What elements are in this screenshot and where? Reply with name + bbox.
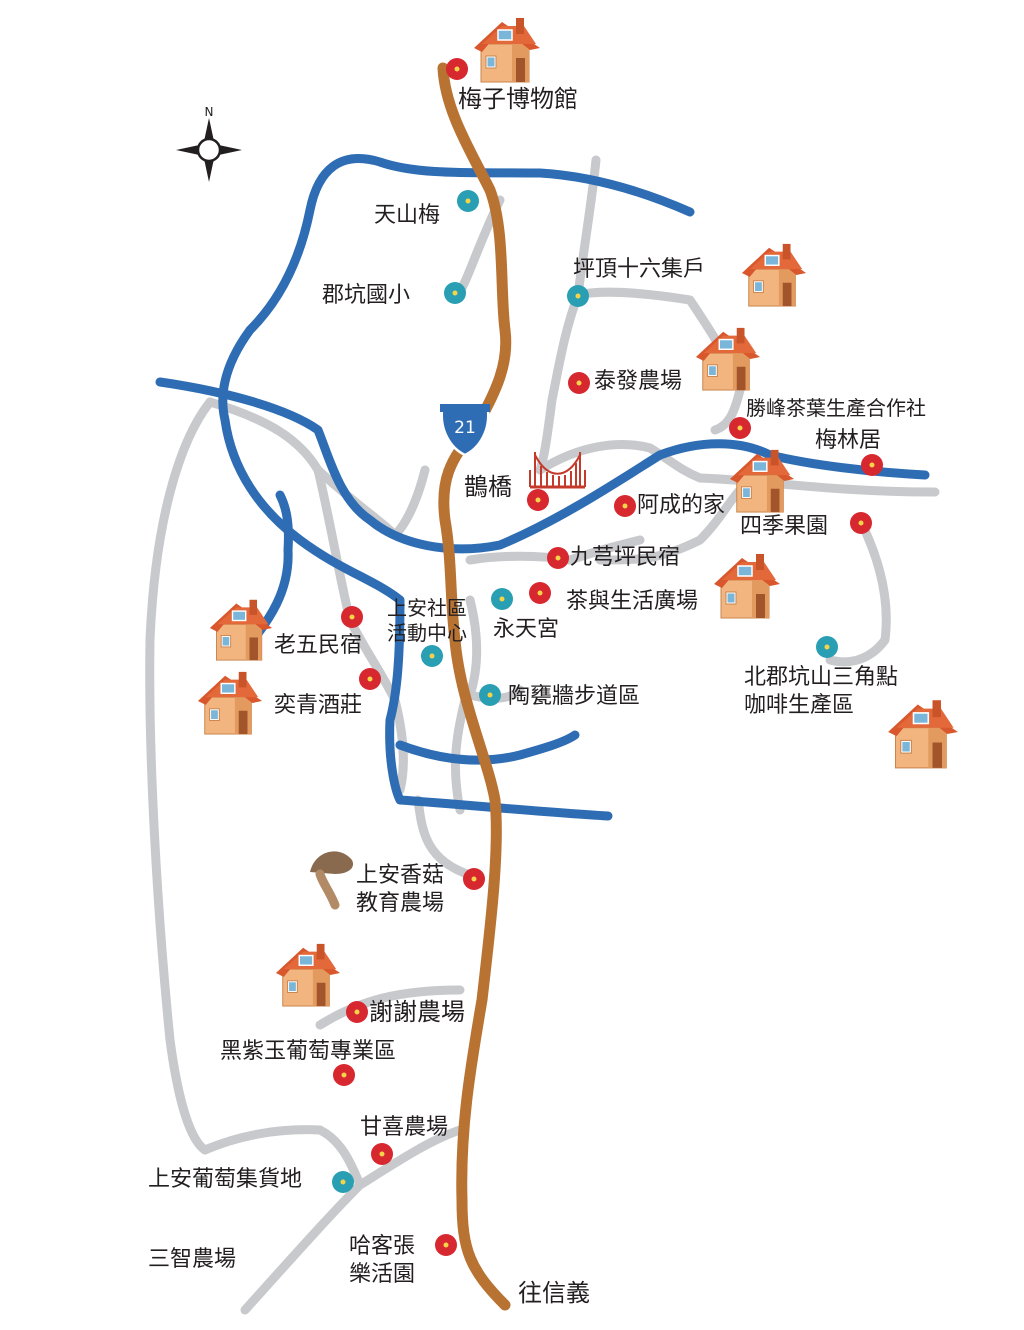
label-taoweng: 陶甕牆步道區 (508, 684, 641, 709)
label-yongtian: 永天宮 (493, 617, 560, 642)
red-markers (333, 58, 883, 1256)
bridge-icon (529, 452, 586, 489)
house-icon (275, 943, 341, 1007)
public-site-marker (491, 588, 513, 610)
label-meilin: 梅林居 (815, 428, 882, 453)
label-sanzhi-farm: 三智農場 (148, 1247, 237, 1272)
poi-marker (341, 606, 363, 628)
label-acheng: 阿成的家 (637, 493, 726, 518)
houses (197, 17, 959, 1007)
poi-marker (529, 582, 551, 604)
route-number-label: 21 (454, 418, 476, 438)
poi-marker (861, 454, 883, 476)
poi-marker (568, 372, 590, 394)
label-queqiao: 鵲橋 (464, 473, 512, 501)
label-ganxi-farm: 甘喜農場 (360, 1115, 449, 1140)
label-hakka-park-line2: 樂活園 (349, 1261, 416, 1287)
local-roads (145, 155, 940, 1315)
label-jiuhao-bnb: 九芎坪民宿 (570, 545, 681, 570)
label-laowu-bnb: 老五民宿 (274, 633, 363, 658)
poi-marker (359, 668, 381, 690)
poi-marker (333, 1064, 355, 1086)
house-icon (741, 243, 807, 307)
label-mushroom-farm-line1: 上安香菇 (356, 863, 445, 888)
label-mushroom-farm-line2: 教育農場 (356, 890, 445, 916)
highway-21 (437, 62, 512, 1311)
label-junkeng-school: 郡坑國小 (322, 283, 411, 308)
public-site-marker (479, 684, 501, 706)
public-site-marker (421, 645, 443, 667)
label-siji-orchard: 四季果園 (740, 514, 829, 539)
label-mushroom-farm: 上安香菇 教育農場 (356, 862, 444, 917)
house-icon (713, 553, 781, 619)
house-icon (197, 671, 263, 735)
label-shangan-center-line2: 活動中心 (387, 621, 467, 645)
poi-marker (614, 495, 636, 517)
poi-marker (527, 489, 549, 511)
poi-marker (435, 1234, 457, 1256)
poi-marker (446, 58, 468, 80)
label-shangan-center-line1: 上安社區 (387, 596, 467, 620)
label-black-grape: 黑紫玉葡萄專業區 (220, 1039, 397, 1064)
public-site-marker (332, 1171, 354, 1193)
public-site-marker (457, 190, 479, 212)
label-yiqing-winery: 奕青酒莊 (274, 693, 363, 718)
label-tianshan-plum: 天山梅 (374, 203, 441, 228)
label-shengfeng-coop: 勝峰茶葉生產合作社 (746, 396, 926, 420)
label-hakka-park-line1: 哈客張 (349, 1234, 416, 1259)
house-icon (473, 17, 541, 83)
label-xiexie-farm: 謝謝農場 (369, 998, 465, 1026)
label-beijunkeng-line1: 北郡坑山三角點 (744, 665, 899, 690)
label-hakka-park: 哈客張 樂活園 (349, 1233, 415, 1288)
label-pingding: 坪頂十六集戶 (573, 257, 706, 282)
poi-marker (371, 1143, 393, 1165)
mushroom-icon (310, 851, 354, 910)
label-taifa-farm: 泰發農場 (594, 369, 683, 394)
route-shield-icon (440, 404, 490, 457)
poi-marker (729, 417, 751, 439)
label-tea-life: 茶與生活廣場 (566, 589, 699, 614)
public-site-marker (567, 285, 589, 307)
label-beijunkeng-line2: 咖啡生產區 (744, 692, 855, 718)
public-site-marker (444, 282, 466, 304)
teal-markers (332, 190, 838, 1193)
label-to-xinyi: 往信義 (518, 1279, 590, 1307)
compass-north-label: N (205, 105, 214, 119)
house-icon (695, 327, 761, 391)
poi-marker (547, 547, 569, 569)
compass-icon (176, 118, 242, 182)
house-icon (887, 699, 959, 769)
label-meizi-museum: 梅子博物館 (458, 85, 578, 113)
poi-marker (463, 868, 485, 890)
label-shangan-center: 上安社區 活動中心 (387, 596, 467, 646)
label-grape-depot: 上安葡萄集貨地 (148, 1167, 303, 1192)
label-beijunkeng: 北郡坑山三角點 咖啡生產區 (744, 664, 898, 719)
poi-marker (346, 1001, 368, 1023)
public-site-marker (816, 636, 838, 658)
poi-marker (850, 512, 872, 534)
